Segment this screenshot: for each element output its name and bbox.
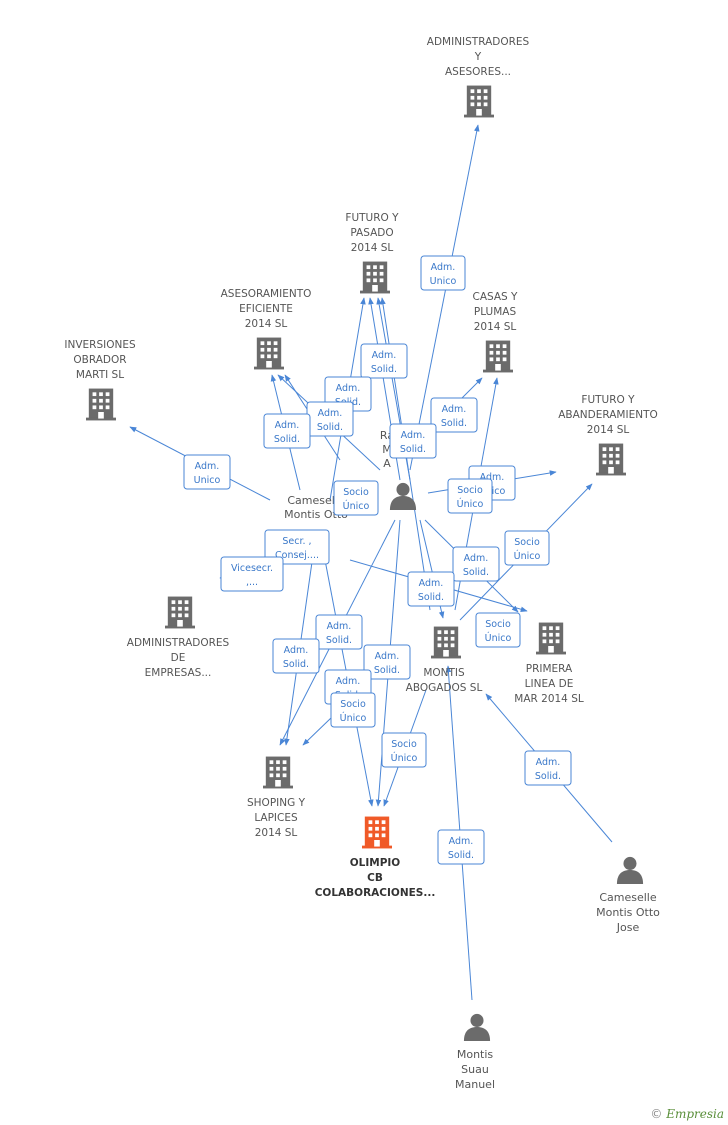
relation-label[interactable]: Adm.Solid. [272,638,320,674]
relation-label[interactable]: Adm.Solid. [263,413,311,449]
relation-label[interactable]: Adm.Solid. [430,397,478,433]
relation-label[interactable]: Adm.Solid. [360,343,408,379]
svg-text:Adm.Solid.: Adm.Solid. [400,430,426,455]
edge [409,124,480,471]
relation-label[interactable]: Adm.Solid. [437,829,485,865]
building-icon [596,443,626,476]
building-icon [165,596,195,629]
empresia-logo: © Empresia [650,1107,724,1121]
svg-text:Adm.Solid.: Adm.Solid. [463,553,489,578]
relation-label[interactable]: Adm.Solid. [306,401,354,437]
relation-label[interactable]: Adm.Solid. [524,750,572,786]
relation-label[interactable]: Adm.Solid. [363,644,411,680]
building-icon [254,337,284,370]
relation-label[interactable]: Vicesecr.,... [220,556,284,592]
relation-label[interactable]: Adm.Unico [183,454,231,490]
building-icon [431,626,461,659]
svg-text:Adm.Solid.: Adm.Solid. [535,757,561,782]
svg-text:Adm.Solid.: Adm.Solid. [283,645,309,670]
relation-label[interactable]: Adm.Unico [420,255,466,291]
svg-text:Vicesecr.,...: Vicesecr.,... [231,563,273,588]
svg-text:Adm.Unico: Adm.Unico [430,262,457,287]
svg-text:Adm.Solid.: Adm.Solid. [317,408,343,433]
svg-text:Adm.Solid.: Adm.Solid. [441,404,467,429]
relation-label[interactable]: Adm.Solid. [315,614,363,650]
svg-text:Adm.Unico: Adm.Unico [194,461,221,486]
building-icon [360,261,390,294]
svg-text:Adm.Solid.: Adm.Solid. [448,836,474,861]
building-icon [86,388,116,421]
svg-text:Secr. ,Consej....: Secr. ,Consej.... [275,536,319,561]
relation-labels: Adm.Unico Adm.Solid. Adm.Solid. Adm.Soli… [183,255,572,865]
building-icon [263,756,293,789]
person-icon [616,856,644,884]
relation-label[interactable]: Secr. ,Consej.... [264,529,330,565]
relation-label[interactable]: Adm.Solid. [389,423,437,459]
svg-text:Adm.Solid.: Adm.Solid. [326,621,352,646]
relation-label[interactable]: Adm.Solid. [407,571,455,607]
relation-label[interactable]: Adm.Solid. [452,546,500,582]
svg-text:Adm.Solid.: Adm.Solid. [371,350,397,375]
person-icon [463,1013,491,1041]
building-icon [483,340,513,373]
building-icon [536,622,566,655]
svg-text:Adm.Solid.: Adm.Solid. [274,420,300,445]
building-icon [362,816,392,849]
building-icon [464,85,494,118]
svg-text:Adm.Solid.: Adm.Solid. [418,578,444,603]
svg-text:Adm.Solid.: Adm.Solid. [374,651,400,676]
